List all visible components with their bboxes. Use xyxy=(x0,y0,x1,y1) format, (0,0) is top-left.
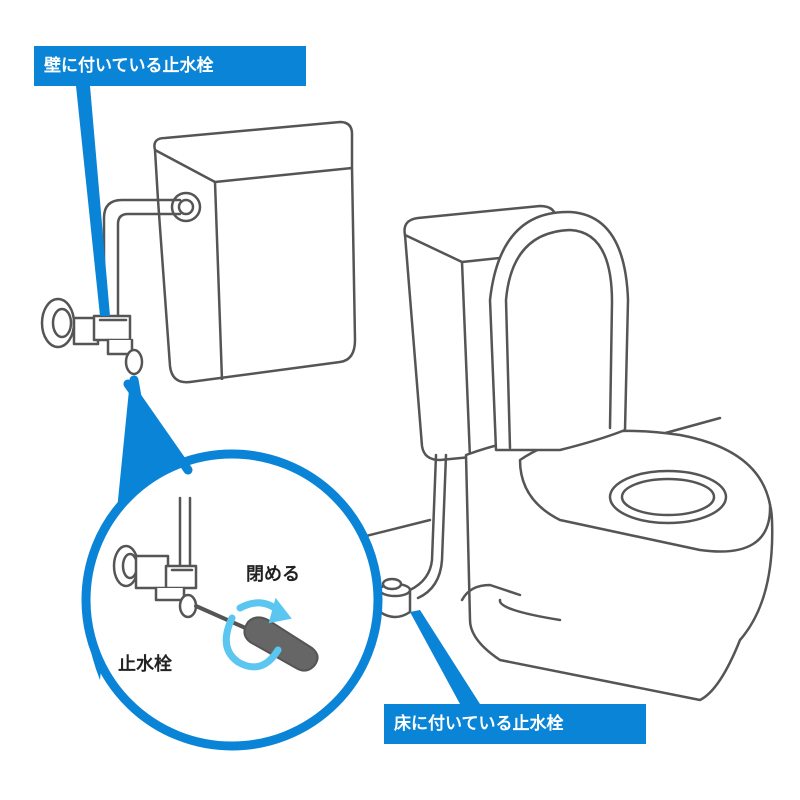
screwdriver-icon xyxy=(194,604,319,672)
floor-valve-label: 床に付いている止水栓 xyxy=(384,704,646,744)
wall-water-valve xyxy=(40,198,182,376)
floor-water-valve xyxy=(378,453,448,619)
valve-label: 止水栓 xyxy=(118,654,172,675)
callout-leaders xyxy=(76,86,480,704)
wall-mounted-tank xyxy=(153,120,357,384)
close-action-label: 閉める xyxy=(246,564,300,585)
floor-toilet xyxy=(403,204,774,702)
wall-valve-label: 壁に付いている止水栓 xyxy=(34,46,306,86)
zoom-callout xyxy=(81,375,383,751)
rotate-arrow-icon xyxy=(222,597,292,671)
zoomed-valve xyxy=(112,496,198,619)
